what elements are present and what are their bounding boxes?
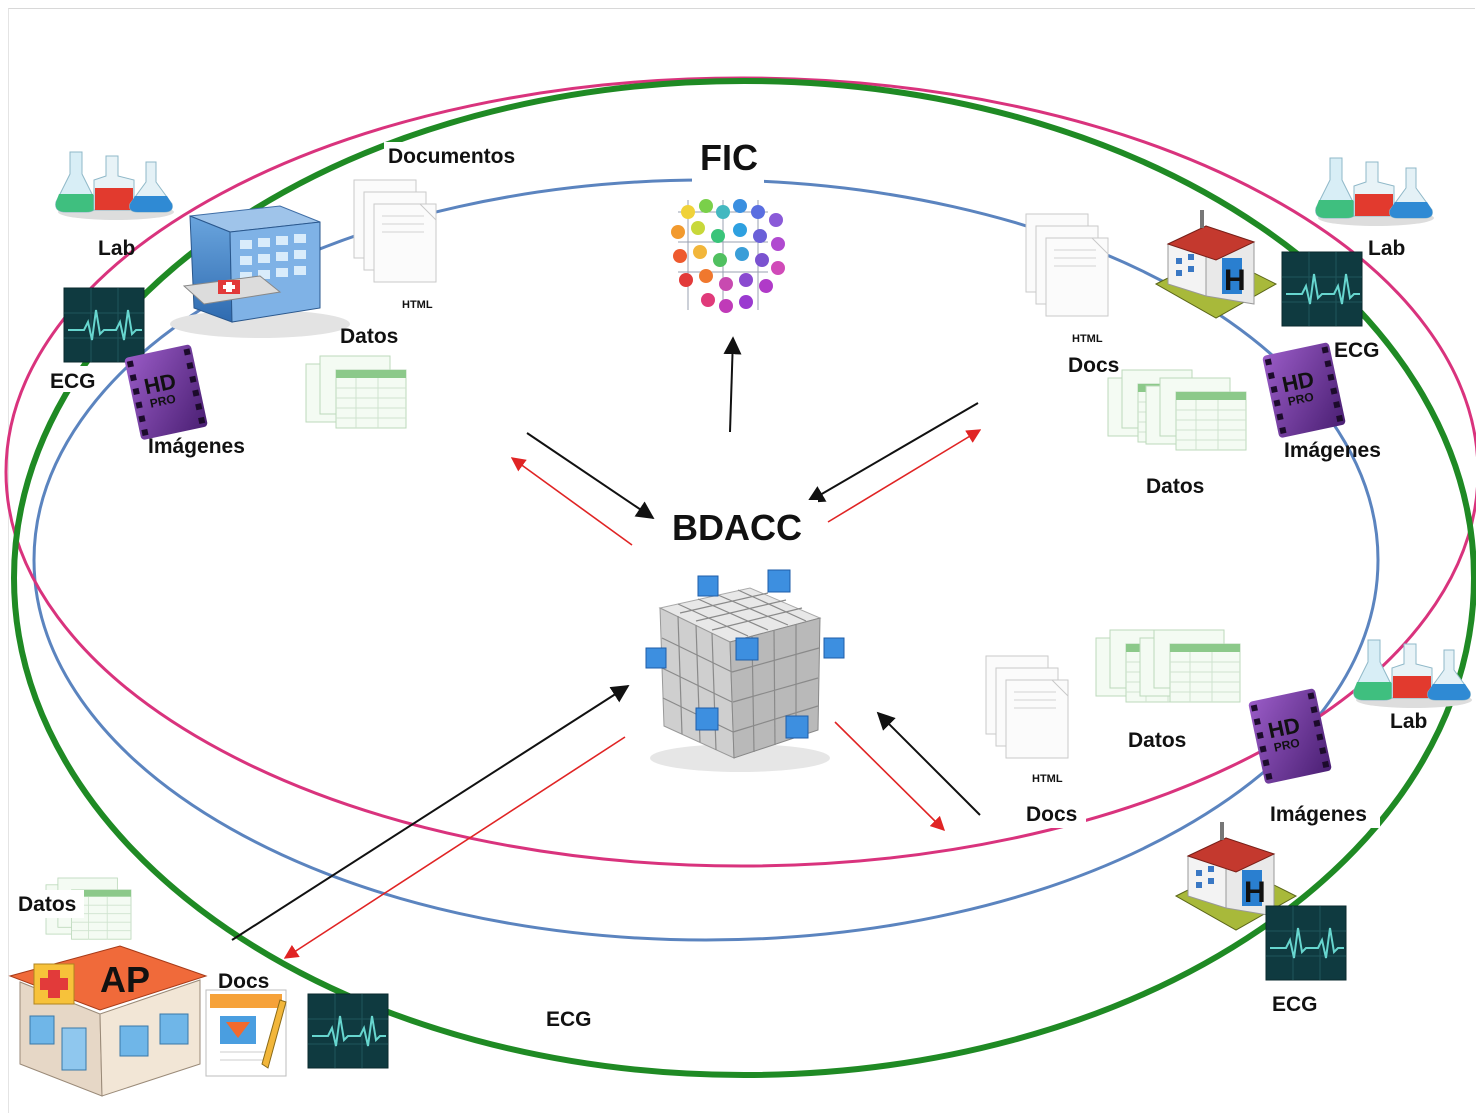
arrow-bdacc-to-ap: [283, 736, 626, 959]
lab-flasks-icon: [1353, 639, 1473, 709]
bdacc-title: BDACC: [672, 507, 802, 548]
lab-label-tr: Lab: [1368, 237, 1405, 260]
ecg-monitor-icon: [1281, 251, 1363, 327]
ecg-monitor-icon: [63, 287, 145, 363]
arrow-hospital-to-bdacc: [526, 432, 655, 520]
arrow-br-to-bdacc: [876, 711, 981, 816]
ecg-label-tr: ECG: [1334, 339, 1380, 362]
bdacc-cube-icon: [645, 569, 845, 772]
lab-flasks-icon: [55, 151, 175, 221]
svg-text:HTML: HTML: [1072, 333, 1103, 345]
docs-label-ap: Docs: [218, 970, 269, 993]
ecg-label-tl: ECG: [50, 370, 96, 393]
datos-label-br: Datos: [1128, 729, 1186, 752]
ecg-label-bottom: ECG: [546, 1008, 592, 1031]
spreadsheet-stack-icon: [305, 355, 407, 429]
fic-title: FIC: [700, 137, 758, 178]
hd-pro-film-icon: HD PRO: [1248, 688, 1333, 785]
document-stack-icon: HTML: [1025, 213, 1109, 345]
ap-clinic-icon: [8, 945, 208, 1097]
lab-label-tl: Lab: [98, 237, 135, 260]
spreadsheet-stack-icon: [1139, 629, 1241, 703]
svg-text:PRO: PRO: [1273, 736, 1301, 755]
h-hospital-icon: H: [1155, 209, 1277, 319]
svg-text:PRO: PRO: [149, 392, 177, 411]
arrow-bdacc-to-fic: [723, 336, 742, 433]
imagenes-label-br: Imágenes: [1270, 803, 1367, 826]
arrow-ap-to-bdacc: [231, 685, 630, 941]
pink-ring: [4, 76, 1476, 868]
imagenes-label-tr: Imágenes: [1284, 439, 1381, 462]
ecg-label-br: ECG: [1272, 993, 1318, 1016]
lab-flasks-icon: [1315, 157, 1435, 227]
ap-title: AP: [100, 959, 150, 1000]
datos-label-tr: Datos: [1146, 475, 1204, 498]
data-flow-arrows: [231, 336, 982, 959]
datos-label-tl: Datos: [340, 325, 398, 348]
imagenes-label-tl: Imágenes: [148, 435, 245, 458]
diagram-frame: [8, 8, 1475, 1113]
arrow-bdacc-to-br: [834, 721, 946, 832]
documentos-label: Documentos: [388, 145, 515, 168]
hd-pro-film-icon: HD PRO: [1262, 342, 1347, 439]
document-stack-icon: HTML: [985, 655, 1069, 785]
svg-text:H: H: [1244, 876, 1266, 909]
docs-label-br: Docs: [1026, 803, 1077, 826]
green-ring: [11, 78, 1476, 1078]
spreadsheet-stack-icon: [1145, 377, 1247, 451]
h-hospital-icon: H: [1175, 821, 1297, 931]
svg-text:PRO: PRO: [1287, 390, 1315, 409]
svg-text:HTML: HTML: [1032, 773, 1063, 785]
ecg-monitor-icon: [307, 993, 389, 1069]
hospital-building-icon: [170, 205, 350, 338]
arrow-tr-to-bdacc: [806, 402, 979, 503]
svg-text:H: H: [1224, 264, 1246, 297]
ecg-monitor-icon: [1265, 905, 1347, 981]
svg-text:HTML: HTML: [402, 299, 433, 311]
lab-label-br: Lab: [1390, 710, 1427, 733]
pages-document-icon: [205, 989, 287, 1077]
hd-pro-film-icon: HD PRO: [124, 344, 209, 441]
arrow-bdacc-to-tr: [827, 429, 982, 523]
datos-label-ap: Datos: [18, 893, 76, 916]
fic-cube-icon: [671, 199, 785, 313]
docs-label-tr: Docs: [1068, 354, 1119, 377]
arrow-bdacc-to-hospital: [510, 457, 633, 546]
document-stack-icon: HTML: [353, 179, 437, 311]
